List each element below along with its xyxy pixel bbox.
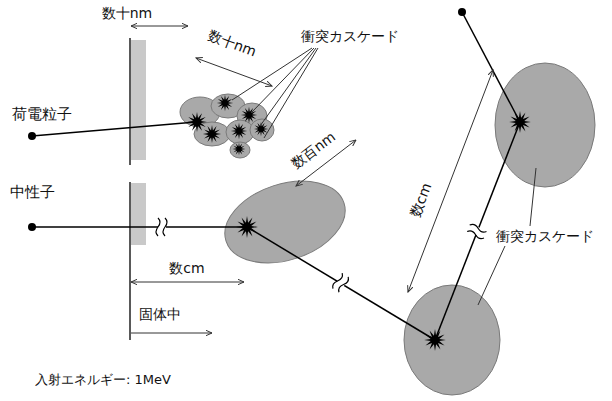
dimension-arrow <box>131 282 244 283</box>
break-mark <box>331 272 350 293</box>
dimension-label: 数十nm <box>102 5 153 21</box>
dimension-label: 数cm <box>169 260 204 276</box>
particle-dot <box>28 223 36 231</box>
particle-track <box>32 122 196 136</box>
particle-label: 中性子 <box>10 184 55 201</box>
dimension-arrow <box>408 70 493 292</box>
particle-label: 荷電粒子 <box>12 106 72 123</box>
neutron-track <box>32 12 520 340</box>
surface-line <box>129 182 131 340</box>
cascade-label: 衝突カスケード <box>496 228 594 244</box>
break-mark <box>156 218 167 236</box>
leader-lines <box>232 48 318 138</box>
surface-band <box>131 183 146 245</box>
cascade-region <box>214 63 595 395</box>
particle-dot <box>458 8 466 16</box>
region-label: 固体中 <box>139 306 181 322</box>
dimension-label: 数百nm <box>288 128 338 171</box>
collision-stars <box>187 95 268 156</box>
particle-dot <box>28 132 36 140</box>
dimension-label: 数十nm <box>206 26 259 59</box>
surface-line <box>129 38 131 165</box>
cascade-label: 衝突カスケード <box>301 28 399 44</box>
direction-arrow <box>131 333 212 334</box>
surface-band <box>131 40 146 160</box>
collision-stars <box>236 111 531 351</box>
break-mark <box>466 223 487 240</box>
dimension-label: 数cm <box>407 181 435 220</box>
dimension-arrow <box>131 26 188 27</box>
energy-label: 入射エネルギー: 1MeV <box>35 373 171 388</box>
